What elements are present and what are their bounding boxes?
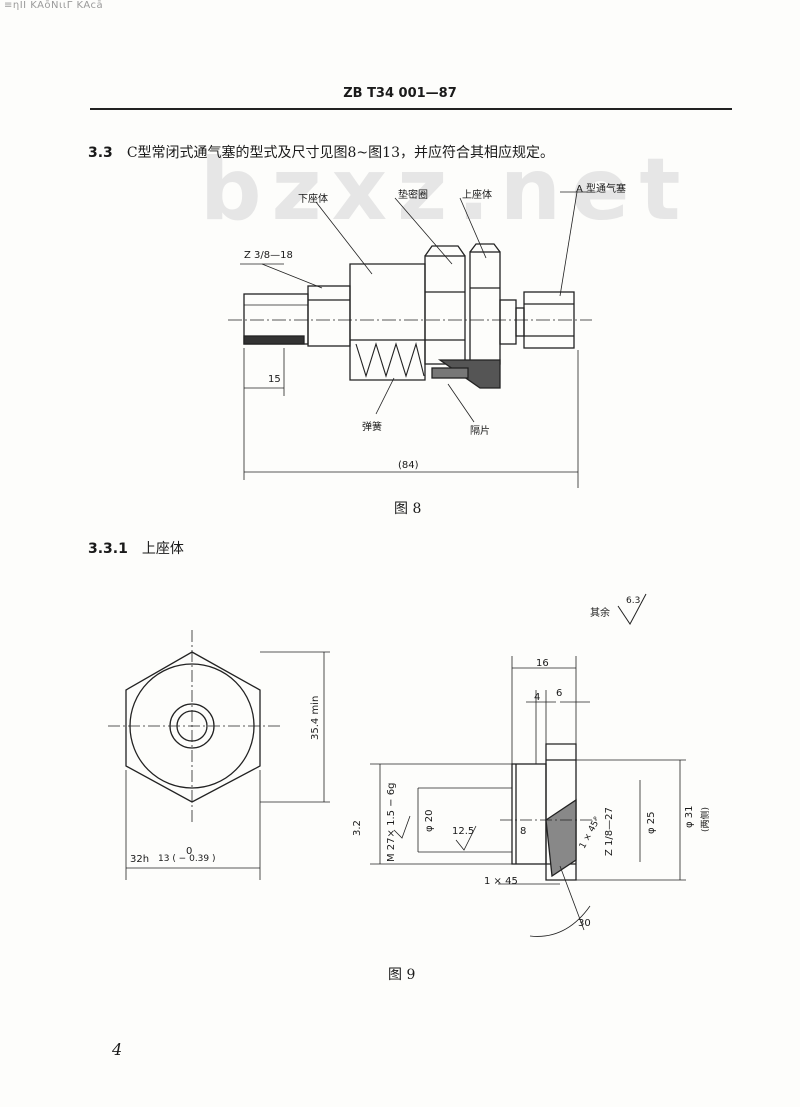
label-angle-30: 30 (578, 918, 591, 929)
label-roughness-6-3: 6.3 (626, 596, 641, 606)
label-roughness-12-5: 12.5 (452, 826, 475, 837)
label-dim-15: 15 (268, 374, 281, 385)
label-upper-seat: 上座体 (462, 190, 492, 201)
label-roughness-3-2: 3.2 (352, 820, 363, 836)
label-dim-4: 4 (534, 692, 541, 703)
label-both-sides: (两侧) (701, 806, 711, 832)
label-rest: 其余 (590, 608, 610, 619)
header-rule (90, 108, 732, 110)
section-text: 上座体 (141, 541, 184, 557)
section-3-3-1: 3.3.1 上座体 (88, 538, 184, 558)
label-chamfer-1x45-lower: 1 × 45 (484, 876, 518, 887)
section-number: 3.3 (88, 145, 113, 161)
label-thread: Z 3/8—18 (244, 250, 293, 261)
label-dim-0: 0 (186, 846, 193, 857)
label-phi-31: φ 31 (684, 805, 695, 829)
label-dim-84: (84) (398, 460, 419, 471)
label-thread-z18: Z 1/8—27 (604, 807, 615, 856)
label-dim-6: 6 (556, 688, 563, 699)
section-text: C型常闭式通气塞的型式及尺寸见图8~图13，并应符合其相应规定。 (126, 145, 554, 161)
label-lower-seat: 下座体 (298, 194, 328, 205)
label-shim: 隔片 (470, 426, 490, 437)
label-dim-32-tolerance: 13 ( − 0.39 ) (158, 854, 216, 864)
section-3-3: 3.3 C型常闭式通气塞的型式及尺寸见图8~图13，并应符合其相应规定。 (88, 142, 554, 162)
label-dim-32h: 32h (130, 854, 150, 865)
figure-8-caption: 图 8 (394, 501, 422, 517)
label-spring: 弹簧 (362, 422, 382, 433)
standard-header: ZB T34 001—87 (343, 86, 457, 101)
label-phi-25: φ 25 (646, 811, 657, 835)
label-a-type-plug: A 型通气塞 (576, 184, 627, 195)
label-dim-35-4: 35.4 min (310, 695, 321, 740)
figure-9-caption: 图 9 (388, 967, 416, 983)
label-phi-20: φ 20 (424, 809, 435, 833)
label-dim-8: 8 (520, 826, 527, 837)
label-dim-16: 16 (536, 658, 549, 669)
label-gasket: 垫密圈 (398, 190, 428, 201)
label-thread-m27: M 27× 1.5 − 6g (386, 782, 397, 862)
page-number: 4 (112, 1040, 123, 1059)
corner-watermark-text: ≡ηΙΙ KAōNιιΓ KAcā (4, 0, 104, 11)
site-watermark: bzxz.net (200, 140, 691, 240)
section-number: 3.3.1 (88, 541, 128, 557)
